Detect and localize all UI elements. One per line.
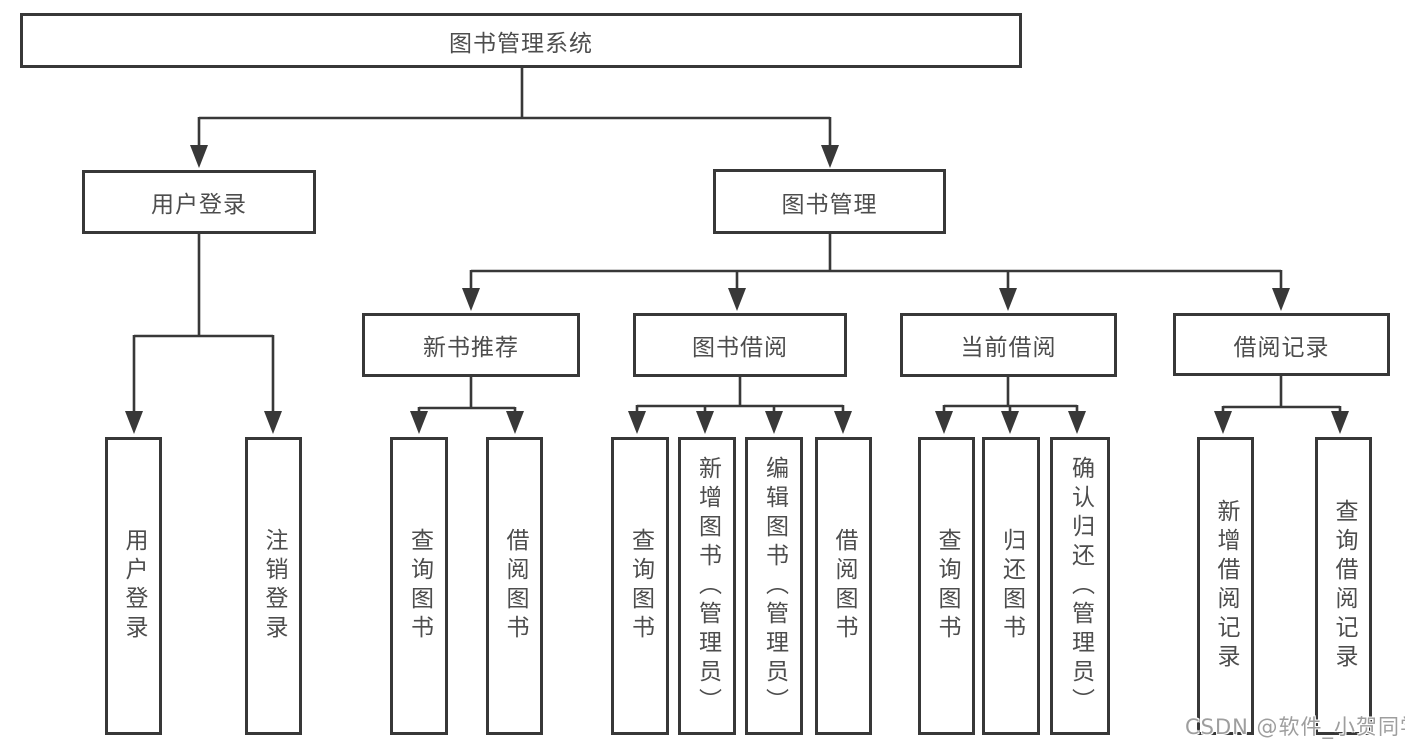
- leaf-borrow-books: 借阅图书: [815, 437, 872, 735]
- leaf-borrow-books-label: 借阅图书: [831, 528, 857, 644]
- leaf-query-books-borrow-label: 查询图书: [627, 528, 654, 644]
- node-borrow-records-label: 借阅记录: [1233, 334, 1330, 361]
- leaf-confirm-return-admin-label: 确认归还（管理员）: [1067, 455, 1094, 717]
- leaf-return-books: 归还图书: [982, 437, 1040, 735]
- leaf-add-books-admin-label: 新增图书（管理员）: [694, 455, 721, 717]
- leaf-borrow-books-recommend-label: 借阅图书: [502, 528, 528, 644]
- node-book-management-label: 图书管理: [781, 191, 878, 218]
- node-user-login-label: 用户登录: [151, 192, 247, 218]
- leaf-add-borrow-record-label: 新增借阅记录: [1213, 499, 1239, 673]
- node-new-book-recommend: 新书推荐: [362, 313, 580, 377]
- node-current-borrow: 当前借阅: [900, 313, 1117, 377]
- node-book-borrow-label: 图书借阅: [692, 335, 788, 361]
- leaf-user-login-label: 用户登录: [121, 528, 147, 644]
- leaf-edit-books-admin-label: 编辑图书（管理员）: [761, 455, 788, 717]
- node-book-management: 图书管理: [713, 169, 946, 234]
- node-user-login: 用户登录: [82, 170, 316, 234]
- leaf-query-books-borrow: 查询图书: [611, 437, 669, 735]
- leaf-borrow-books-recommend: 借阅图书: [486, 437, 543, 735]
- leaf-logout-login-label: 注销登录: [261, 528, 287, 644]
- leaf-return-books-label: 归还图书: [998, 528, 1025, 644]
- leaf-query-books-recommend: 查询图书: [390, 437, 448, 735]
- node-root-system: 图书管理系统: [20, 13, 1022, 68]
- leaf-confirm-return-admin: 确认归还（管理员）: [1050, 437, 1110, 735]
- node-borrow-records: 借阅记录: [1173, 313, 1390, 376]
- leaf-add-borrow-record: 新增借阅记录: [1197, 437, 1254, 735]
- node-book-borrow: 图书借阅: [633, 313, 847, 377]
- leaf-user-login: 用户登录: [105, 437, 162, 735]
- leaf-edit-books-admin: 编辑图书（管理员）: [745, 437, 803, 735]
- leaf-query-books-current: 查询图书: [918, 437, 975, 735]
- leaf-query-books-current-label: 查询图书: [934, 528, 960, 644]
- node-new-book-recommend-label: 新书推荐: [423, 335, 519, 361]
- csdn-watermark: CSDN @软件_小贺同学: [1185, 715, 1405, 739]
- leaf-query-borrow-record-label: 查询借阅记录: [1331, 499, 1357, 673]
- node-root-label: 图书管理系统: [449, 30, 593, 57]
- leaf-query-borrow-record: 查询借阅记录: [1315, 437, 1372, 735]
- leaf-add-books-admin: 新增图书（管理员）: [678, 437, 736, 735]
- leaf-query-books-recommend-label: 查询图书: [406, 528, 433, 644]
- node-current-borrow-label: 当前借阅: [960, 335, 1057, 361]
- leaf-logout-login: 注销登录: [245, 437, 302, 735]
